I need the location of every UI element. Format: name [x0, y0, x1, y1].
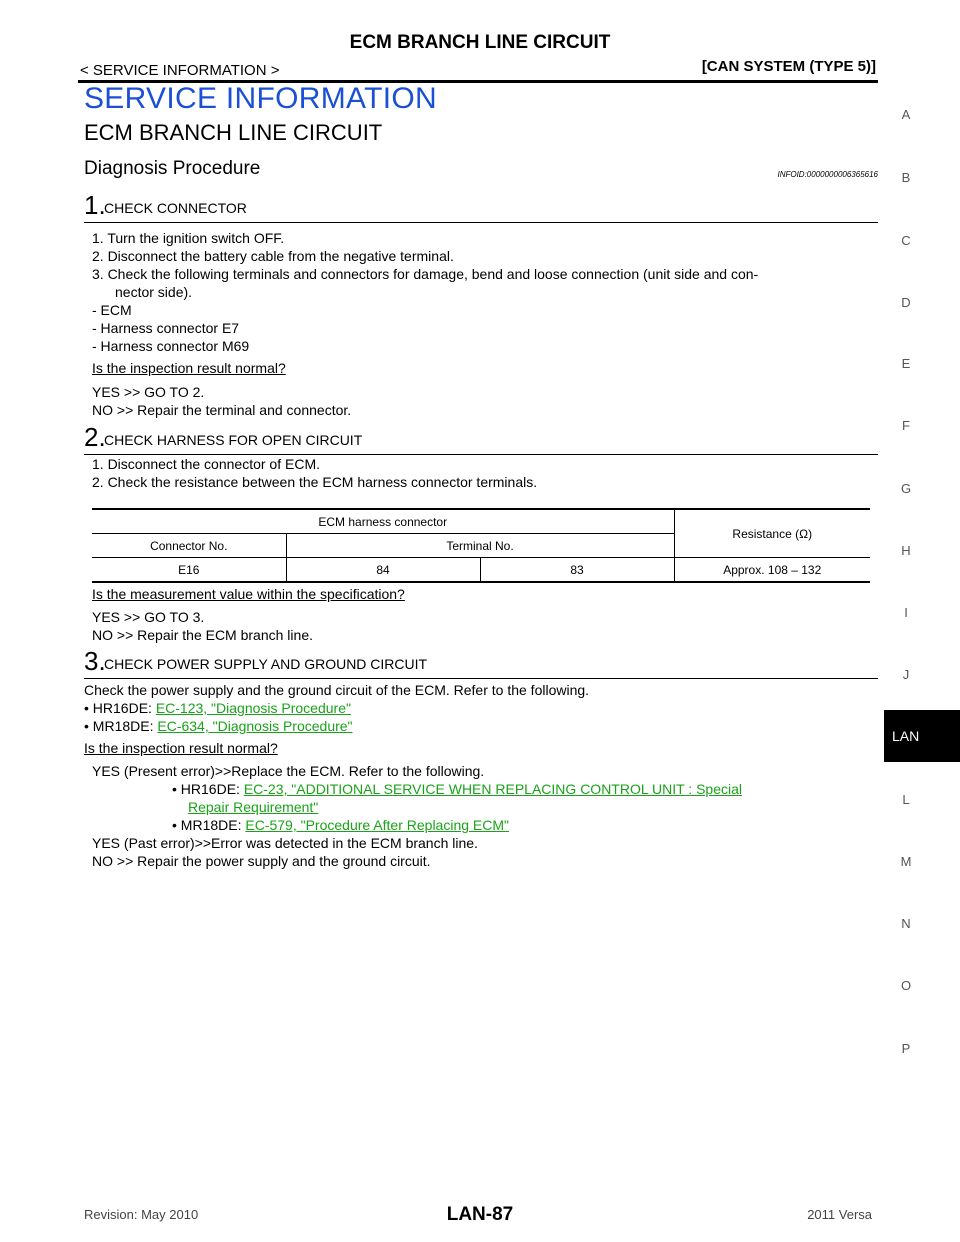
step-number: 1.: [84, 190, 106, 220]
reference-item: • HR16DE: EC-23, "ADDITIONAL SERVICE WHE…: [172, 781, 742, 797]
footer-revision: Revision: May 2010: [84, 1207, 199, 1222]
instruction-line: 1. Turn the ignition switch OFF.: [92, 230, 285, 246]
index-letter-a[interactable]: A: [901, 107, 911, 122]
index-letter-p[interactable]: P: [901, 1041, 911, 1056]
no-result: NO >> Repair the ECM branch line.: [92, 627, 313, 643]
reference-item: • MR18DE: EC-579, "Procedure After Repla…: [172, 817, 509, 833]
index-letter-b[interactable]: B: [901, 170, 911, 185]
inspection-question: Is the inspection result normal?: [92, 360, 286, 376]
reference-link-ec-634[interactable]: EC-634, "Diagnosis Procedure": [157, 718, 353, 734]
table-header-connector: Connector No.: [92, 533, 286, 558]
table-cell-connector: E16: [92, 557, 286, 583]
footer-page-number: LAN-87: [446, 1204, 514, 1225]
index-letter-f[interactable]: F: [902, 418, 910, 433]
step-2-heading: 2. CHECK HARNESS FOR OPEN CIRCUIT: [84, 424, 878, 455]
reference-link-ec-579[interactable]: EC-579, "Procedure After Replacing ECM": [245, 817, 509, 833]
table-cell-terminal-2: 83: [479, 557, 674, 583]
reference-link-ec-23[interactable]: EC-23, "ADDITIONAL SERVICE WHEN REPLACIN…: [243, 781, 743, 797]
reference-item: • HR16DE: EC-123, "Diagnosis Procedure": [84, 700, 351, 716]
instruction-line: - Harness connector M69: [92, 338, 250, 354]
table-cell-resistance: Approx. 108 – 132: [673, 557, 870, 583]
step-number: 3.: [84, 646, 106, 676]
instruction-line: 2. Disconnect the battery cable from the…: [92, 248, 454, 264]
reference-item: Repair Requirement": [188, 799, 318, 815]
yes-result: YES >> GO TO 2.: [92, 384, 205, 400]
index-letter-m[interactable]: M: [900, 854, 912, 869]
header-system-label: [CAN SYSTEM (TYPE 5)]: [701, 58, 876, 75]
reference-prefix: • HR16DE:: [84, 700, 156, 716]
yes-past-result: YES (Past error)>>Error was detected in …: [92, 835, 478, 851]
yes-present-result: YES (Present error)>>Replace the ECM. Re…: [92, 763, 485, 779]
instruction-line: Check the power supply and the ground ci…: [84, 682, 590, 698]
reference-prefix: • HR16DE:: [172, 781, 244, 797]
table-header-terminal: Terminal No.: [285, 533, 674, 558]
index-letter-d[interactable]: D: [901, 295, 911, 310]
table-cell-terminal-1: 84: [285, 557, 480, 583]
index-letter-o[interactable]: O: [900, 978, 912, 993]
page-header-title: ECM BRANCH LINE CIRCUIT: [349, 32, 611, 53]
instruction-line: nector side).: [115, 284, 193, 300]
yes-result: YES >> GO TO 3.: [92, 609, 205, 625]
resistance-table: ECM harness connector Resistance (Ω) Con…: [92, 508, 870, 583]
section-title: SERVICE INFORMATION: [84, 82, 437, 115]
step-number: 2.: [84, 422, 106, 452]
instruction-line: 3. Check the following terminals and con…: [92, 266, 759, 282]
index-letter-e[interactable]: E: [901, 356, 911, 371]
header-rule: [78, 80, 878, 83]
index-letter-h[interactable]: H: [901, 543, 911, 558]
instruction-line: - ECM: [92, 302, 132, 318]
reference-link-ec-23-cont[interactable]: Repair Requirement": [188, 799, 319, 815]
index-tab-lan-active[interactable]: LAN: [884, 710, 960, 762]
index-letter-l[interactable]: L: [902, 792, 910, 807]
header-section-label: < SERVICE INFORMATION >: [80, 62, 280, 79]
reference-prefix: • MR18DE:: [172, 817, 246, 833]
index-tab-label: LAN: [892, 728, 920, 744]
step-label: CHECK CONNECTOR: [104, 200, 247, 216]
step-label: CHECK HARNESS FOR OPEN CIRCUIT: [104, 432, 363, 448]
step-1-heading: 1. CHECK CONNECTOR: [84, 192, 878, 223]
step-label: CHECK POWER SUPPLY AND GROUND CIRCUIT: [104, 656, 428, 672]
reference-item: • MR18DE: EC-634, "Diagnosis Procedure": [84, 718, 353, 734]
inspection-question: Is the inspection result normal?: [84, 740, 278, 756]
info-id: INFOID:0000000006365616: [777, 170, 878, 179]
no-result: NO >> Repair the power supply and the gr…: [92, 853, 431, 869]
table-header-resistance: Resistance (Ω): [673, 508, 870, 558]
inspection-question: Is the measurement value within the spec…: [92, 586, 405, 602]
no-result: NO >> Repair the terminal and connector.: [92, 402, 352, 418]
index-letter-n[interactable]: N: [901, 916, 911, 931]
index-letter-j[interactable]: J: [902, 667, 910, 682]
procedure-title: Diagnosis Procedure: [84, 158, 261, 179]
reference-link-ec-123[interactable]: EC-123, "Diagnosis Procedure": [155, 700, 351, 716]
footer-model: 2011 Versa: [807, 1207, 872, 1222]
instruction-line: - Harness connector E7: [92, 320, 240, 336]
table-group-header: ECM harness connector: [92, 508, 674, 534]
reference-prefix: • MR18DE:: [84, 718, 158, 734]
step-3-heading: 3. CHECK POWER SUPPLY AND GROUND CIRCUIT: [84, 648, 878, 679]
subsection-title: ECM BRANCH LINE CIRCUIT: [84, 120, 383, 145]
instruction-line: 2. Check the resistance between the ECM …: [92, 474, 538, 490]
instruction-line: 1. Disconnect the connector of ECM.: [92, 456, 320, 472]
index-letter-g[interactable]: G: [900, 481, 912, 496]
index-letter-c[interactable]: C: [901, 233, 911, 248]
index-letter-i[interactable]: I: [904, 605, 908, 620]
